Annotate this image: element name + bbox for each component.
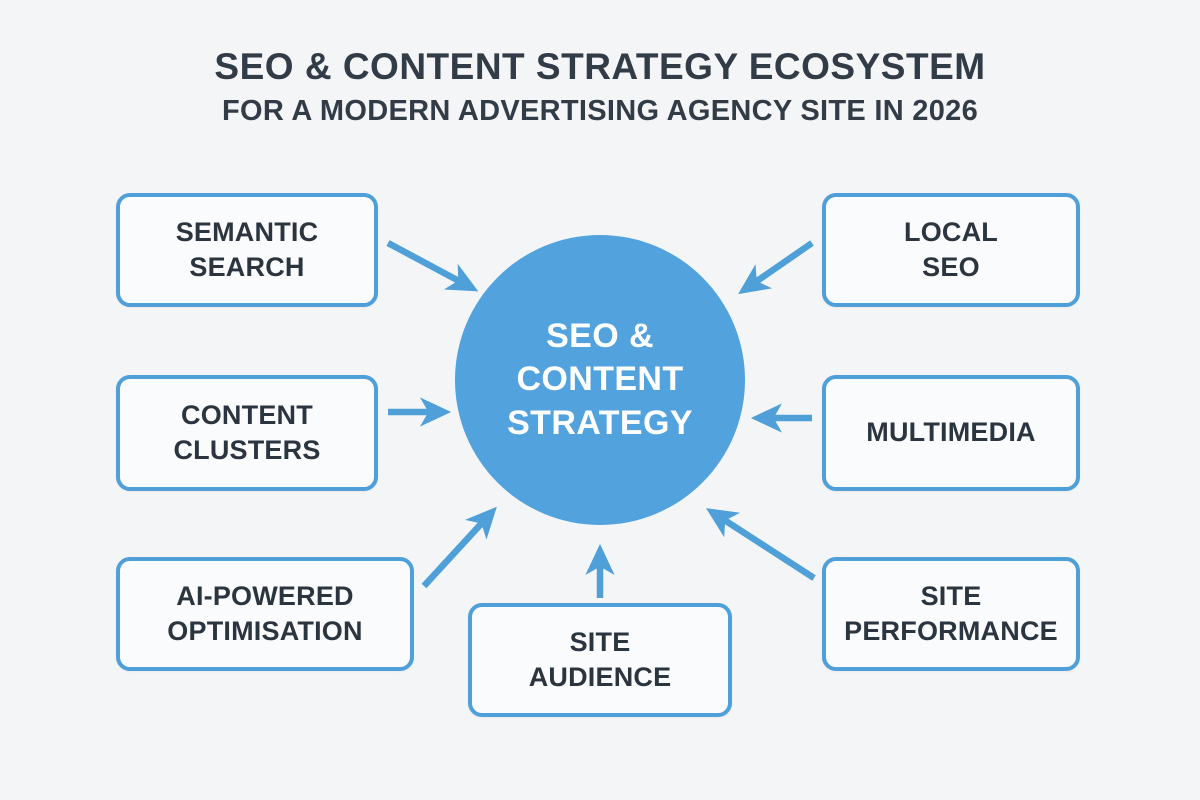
arrow-site-performance-to-hub [705,508,816,581]
central-hub-node[interactable]: SEO & CONTENT STRATEGY [455,235,745,525]
page-subtitle: FOR A MODERN ADVERTISING AGENCY SITE IN … [221,94,979,127]
node-label: CONTENT CLUSTERS [173,399,321,465]
title-block: SEO & CONTENT STRATEGY ECOSYSTEM FOR A M… [0,46,1200,128]
node-semantic-search[interactable]: SEMANTIC SEARCH [116,193,378,307]
arrow-ai-powered-optimisation-to-hub [421,506,497,589]
arrow-semantic-search-to-hub [386,240,479,292]
node-label: SITE PERFORMANCE [844,580,1058,646]
node-label: SEMANTIC SEARCH [175,216,319,282]
arrow-local-seo-to-hub [738,240,814,295]
node-label: MULTIMEDIA [866,417,1036,448]
node-local-seo[interactable]: LOCAL SEO [822,193,1080,307]
central-hub-label: SEO & CONTENT STRATEGY [507,316,693,442]
node-label: LOCAL SEO [904,216,998,282]
node-ai-powered-optimisation[interactable]: AI-POWERED OPTIMISATION [116,557,414,671]
node-site-performance[interactable]: SITE PERFORMANCE [822,557,1080,671]
node-label: SITE AUDIENCE [528,626,672,692]
node-label: AI-POWERED OPTIMISATION [167,580,363,646]
node-content-clusters[interactable]: CONTENT CLUSTERS [116,375,378,491]
node-site-audience[interactable]: SITE AUDIENCE [468,603,732,717]
node-multimedia[interactable]: MULTIMEDIA [822,375,1080,491]
page-title: SEO & CONTENT STRATEGY ECOSYSTEM [214,46,986,87]
